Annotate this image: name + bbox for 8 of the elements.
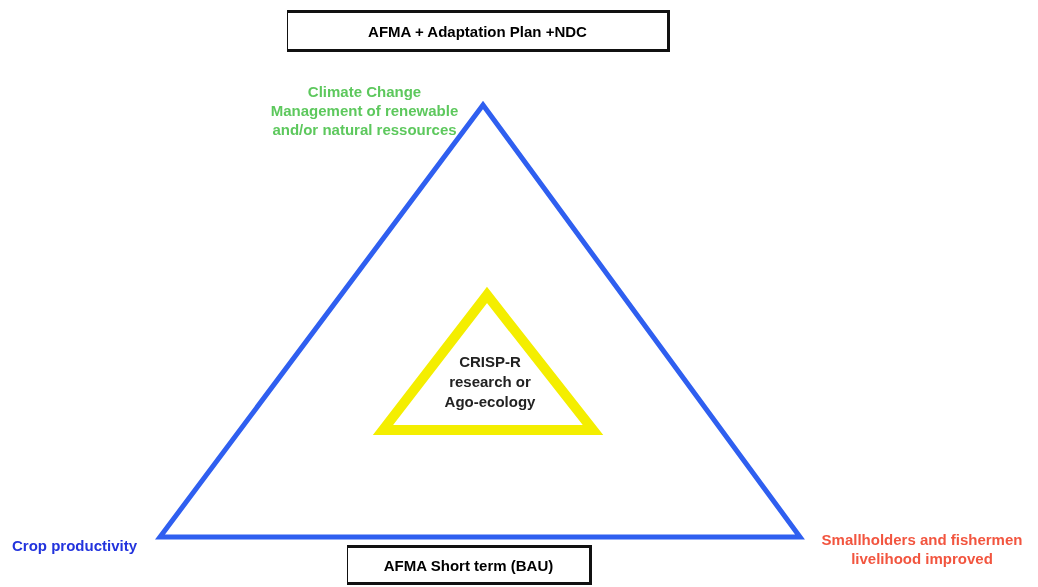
corner-label: Climate Change Management of renewable and/or natural ressources — [269, 82, 460, 139]
box-text: AFMA + Adaptation Plan +NDC — [367, 22, 588, 40]
text-box — [347, 545, 592, 585]
box-text: AFMA Short term (BAU) — [382, 556, 555, 574]
corner-label: Smallholders and fishermen livelihood improved — [820, 530, 1024, 568]
text-box — [287, 10, 670, 52]
corner-label: Crop productivity — [12, 536, 138, 555]
triangle-text: CRISP-R research or Ago-ecology — [443, 352, 537, 412]
